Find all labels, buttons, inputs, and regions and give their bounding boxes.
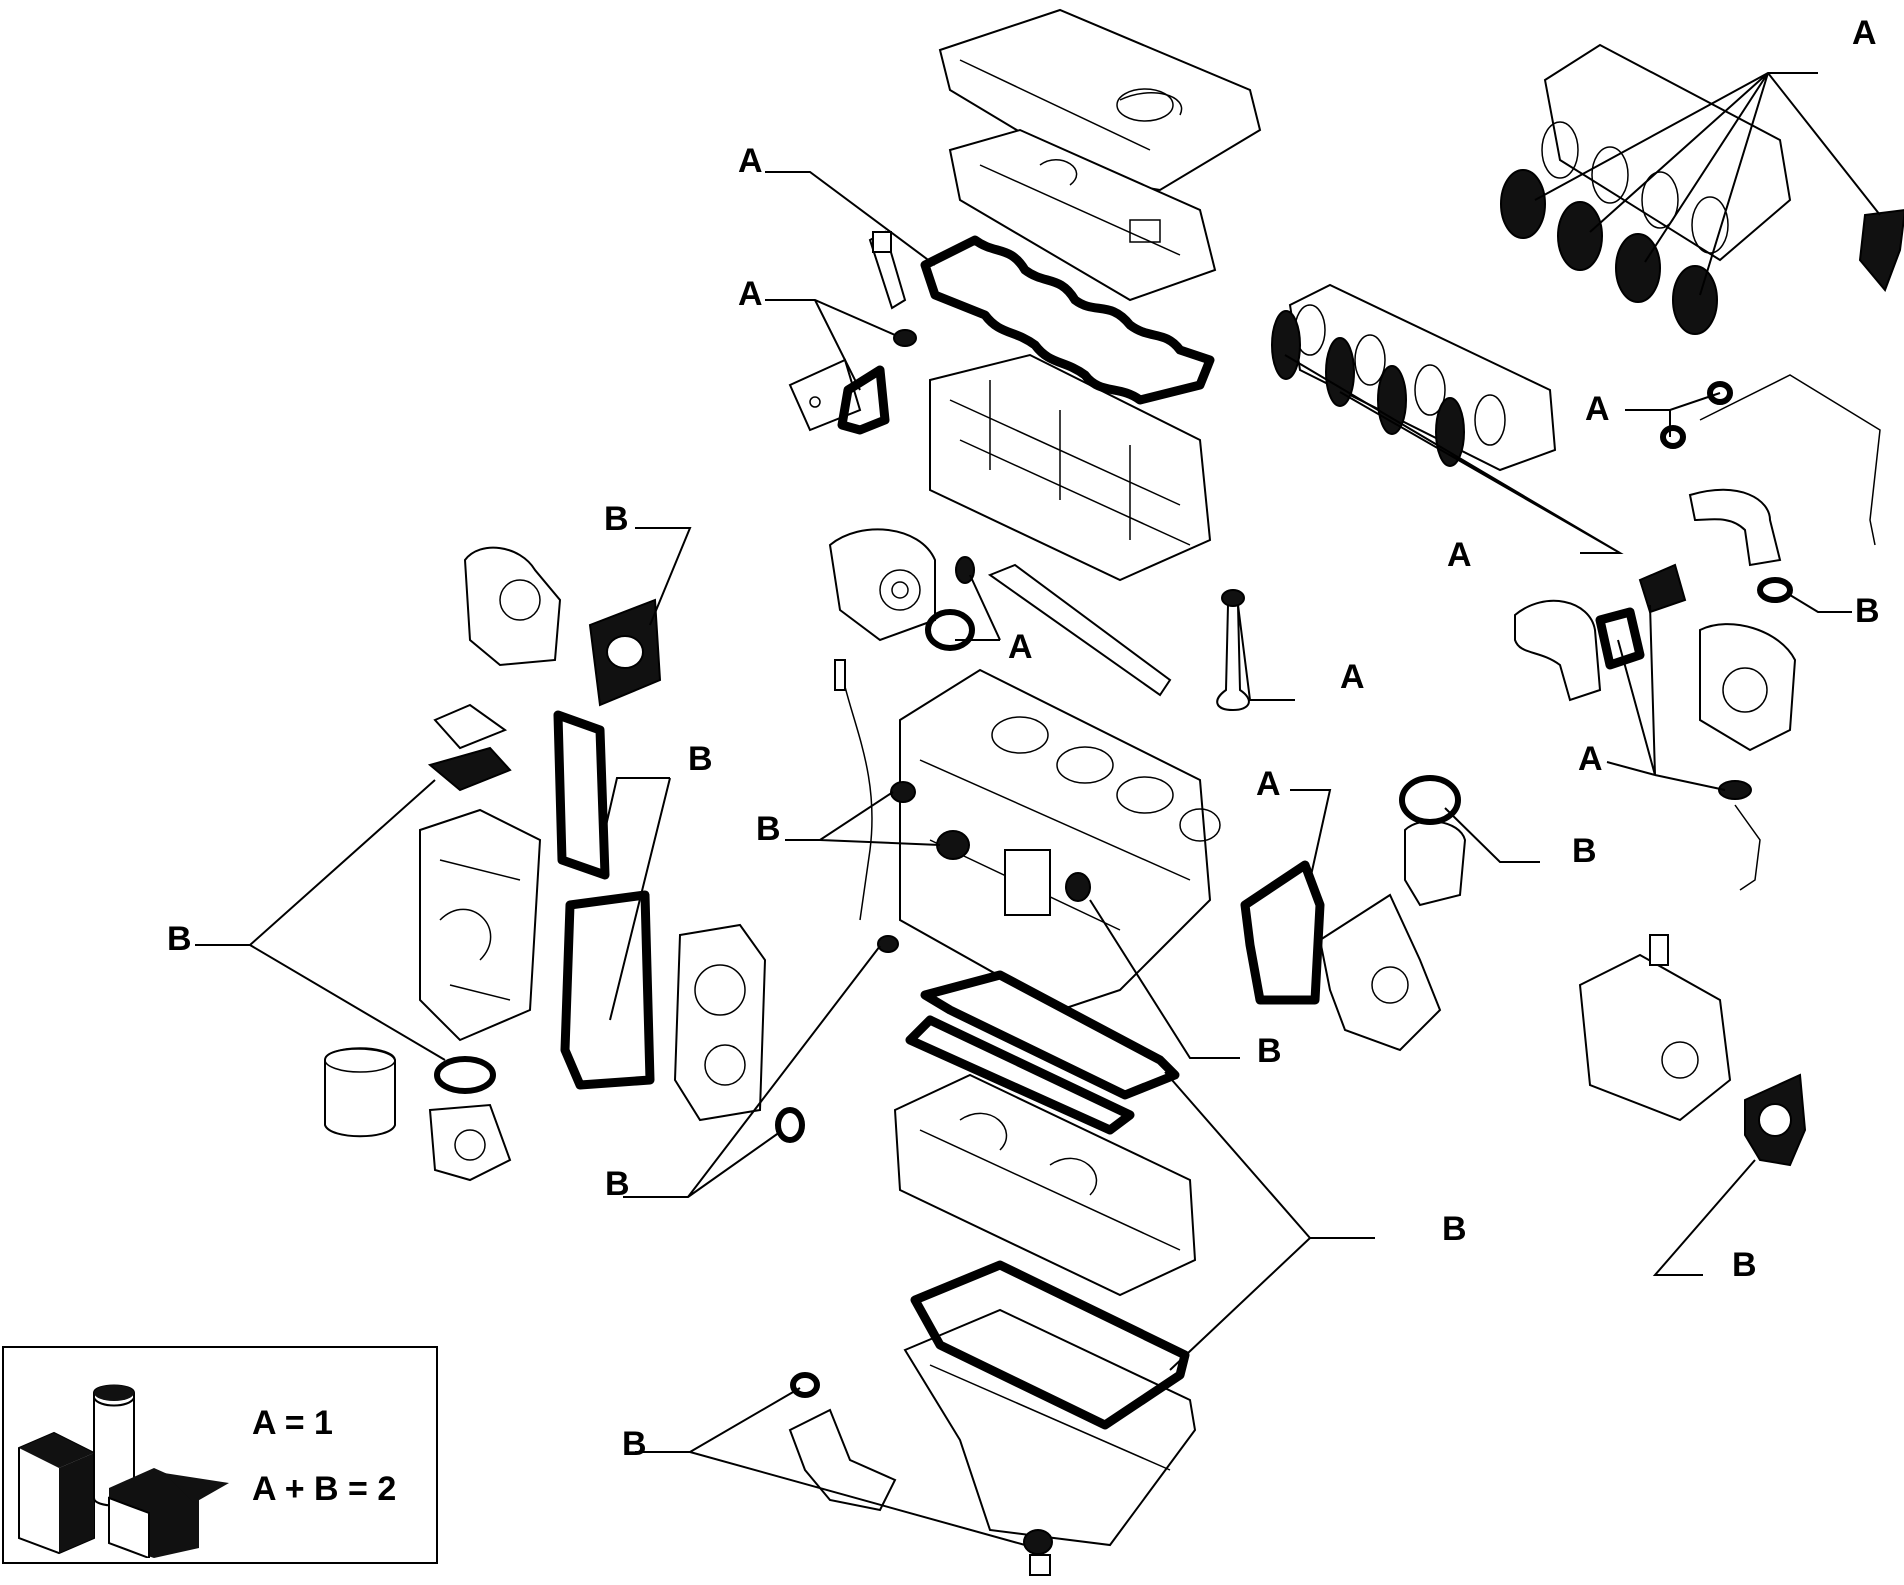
high-pressure-pump (1578, 934, 1732, 1122)
valve-stem-seal (1221, 589, 1245, 607)
turbocharger (1699, 623, 1797, 752)
callout-b: B (604, 500, 629, 538)
oil-dipstick (834, 659, 873, 921)
legend-a-equals-1: A = 1 (252, 1404, 333, 1442)
water-pump-o-ring (925, 609, 975, 651)
callout-b: B (1257, 1032, 1282, 1070)
timing-cover (673, 923, 767, 1122)
oil-sump (903, 1308, 1197, 1547)
callout-b: B (756, 810, 781, 848)
vacuum-pump (463, 546, 562, 667)
oil-return-pipe (1699, 374, 1881, 546)
oil-filter-base (428, 1103, 512, 1182)
water-pipe (987, 563, 1172, 697)
camshaft-seal (936, 830, 970, 860)
vacuum-pump-gasket (837, 365, 890, 435)
timing-cover-gasket (560, 890, 655, 1090)
callout-a: A (1256, 765, 1281, 803)
turbo-oil-pipe (1734, 804, 1761, 891)
drain-plug-seal (1023, 1529, 1053, 1555)
callout-a: A (1852, 14, 1877, 52)
oil-pump-seal (775, 1107, 805, 1143)
intake-manifold (1288, 283, 1557, 472)
legend-box: A = 1 A + B = 2 (2, 1346, 438, 1564)
oil-filter-seal (434, 1056, 496, 1094)
leader-lines (195, 72, 1881, 1546)
callout-labels: A A B B B B B A A B A B B A A A B A B B (167, 14, 1880, 1463)
callout-a: A (1578, 740, 1603, 778)
callout-b: B (1732, 1246, 1757, 1284)
crankshaft-front-seal (890, 781, 916, 803)
block-side-seal (1065, 872, 1091, 902)
oil-pickup-seal (790, 1372, 820, 1398)
exhaust-manifold-gaskets (1500, 169, 1904, 335)
thermostat-seal (1399, 775, 1461, 825)
thermostat-housing (1318, 893, 1442, 1052)
fiat-gasket-kit-icon (18, 1384, 229, 1558)
intake-manifold-gaskets (1271, 310, 1465, 467)
callout-b: B (688, 740, 713, 778)
crankcase-lower (893, 1073, 1197, 1297)
callout-b: B (167, 920, 192, 958)
water-pump (828, 528, 936, 642)
intake-valve (1216, 604, 1250, 712)
injector-washer (893, 329, 917, 347)
callout-a: A (738, 275, 763, 313)
high-pressure-pump-gasket (1744, 1073, 1807, 1167)
dipstick-seal (877, 935, 899, 953)
coolant-hose (1688, 488, 1782, 567)
callout-b: B (1855, 592, 1880, 630)
valve-cover (938, 8, 1262, 192)
timing-case (419, 808, 542, 1042)
drain-plug (1029, 1554, 1051, 1576)
callout-b: B (1572, 832, 1597, 870)
rear-cover-gasket (1240, 860, 1325, 1005)
oil-filter (324, 1047, 396, 1138)
callout-a: A (1447, 536, 1472, 574)
water-pump-seal (955, 556, 975, 584)
engine-block (899, 668, 1221, 1012)
legend-a-plus-b-equals-2: A + B = 2 (252, 1470, 397, 1508)
callout-a: A (1340, 658, 1365, 696)
vacuum-pump-flange-gasket (588, 598, 662, 707)
oil-pipe-washers (1660, 381, 1733, 449)
valve-cover-gasket (920, 235, 1215, 405)
callout-b: B (1442, 1210, 1467, 1248)
callout-b: B (622, 1425, 647, 1463)
lower-crankcase-gasket (905, 970, 1180, 1135)
fuel-injector (868, 230, 907, 310)
timing-plate-gasket (553, 710, 610, 880)
callout-a: A (1585, 390, 1610, 428)
cylinder-head (929, 353, 1212, 582)
callout-b: B (605, 1165, 630, 1203)
cover-plate-gasket (427, 746, 512, 792)
cover-plate-small (433, 703, 508, 750)
callout-a: A (738, 142, 763, 180)
turbo-return-seal (1757, 577, 1793, 603)
turbo-inlet-elbow (1514, 599, 1602, 702)
exhaust-manifold (1541, 43, 1792, 262)
turbo-flange-gaskets (1595, 563, 1687, 670)
oil-sump-gasket (910, 1260, 1190, 1430)
camshaft-housing (948, 128, 1217, 302)
callout-a: A (1008, 628, 1033, 666)
turbo-oil-pipe-gasket (1718, 780, 1752, 800)
thermostat (1404, 820, 1467, 907)
oil-pickup (788, 1408, 897, 1512)
